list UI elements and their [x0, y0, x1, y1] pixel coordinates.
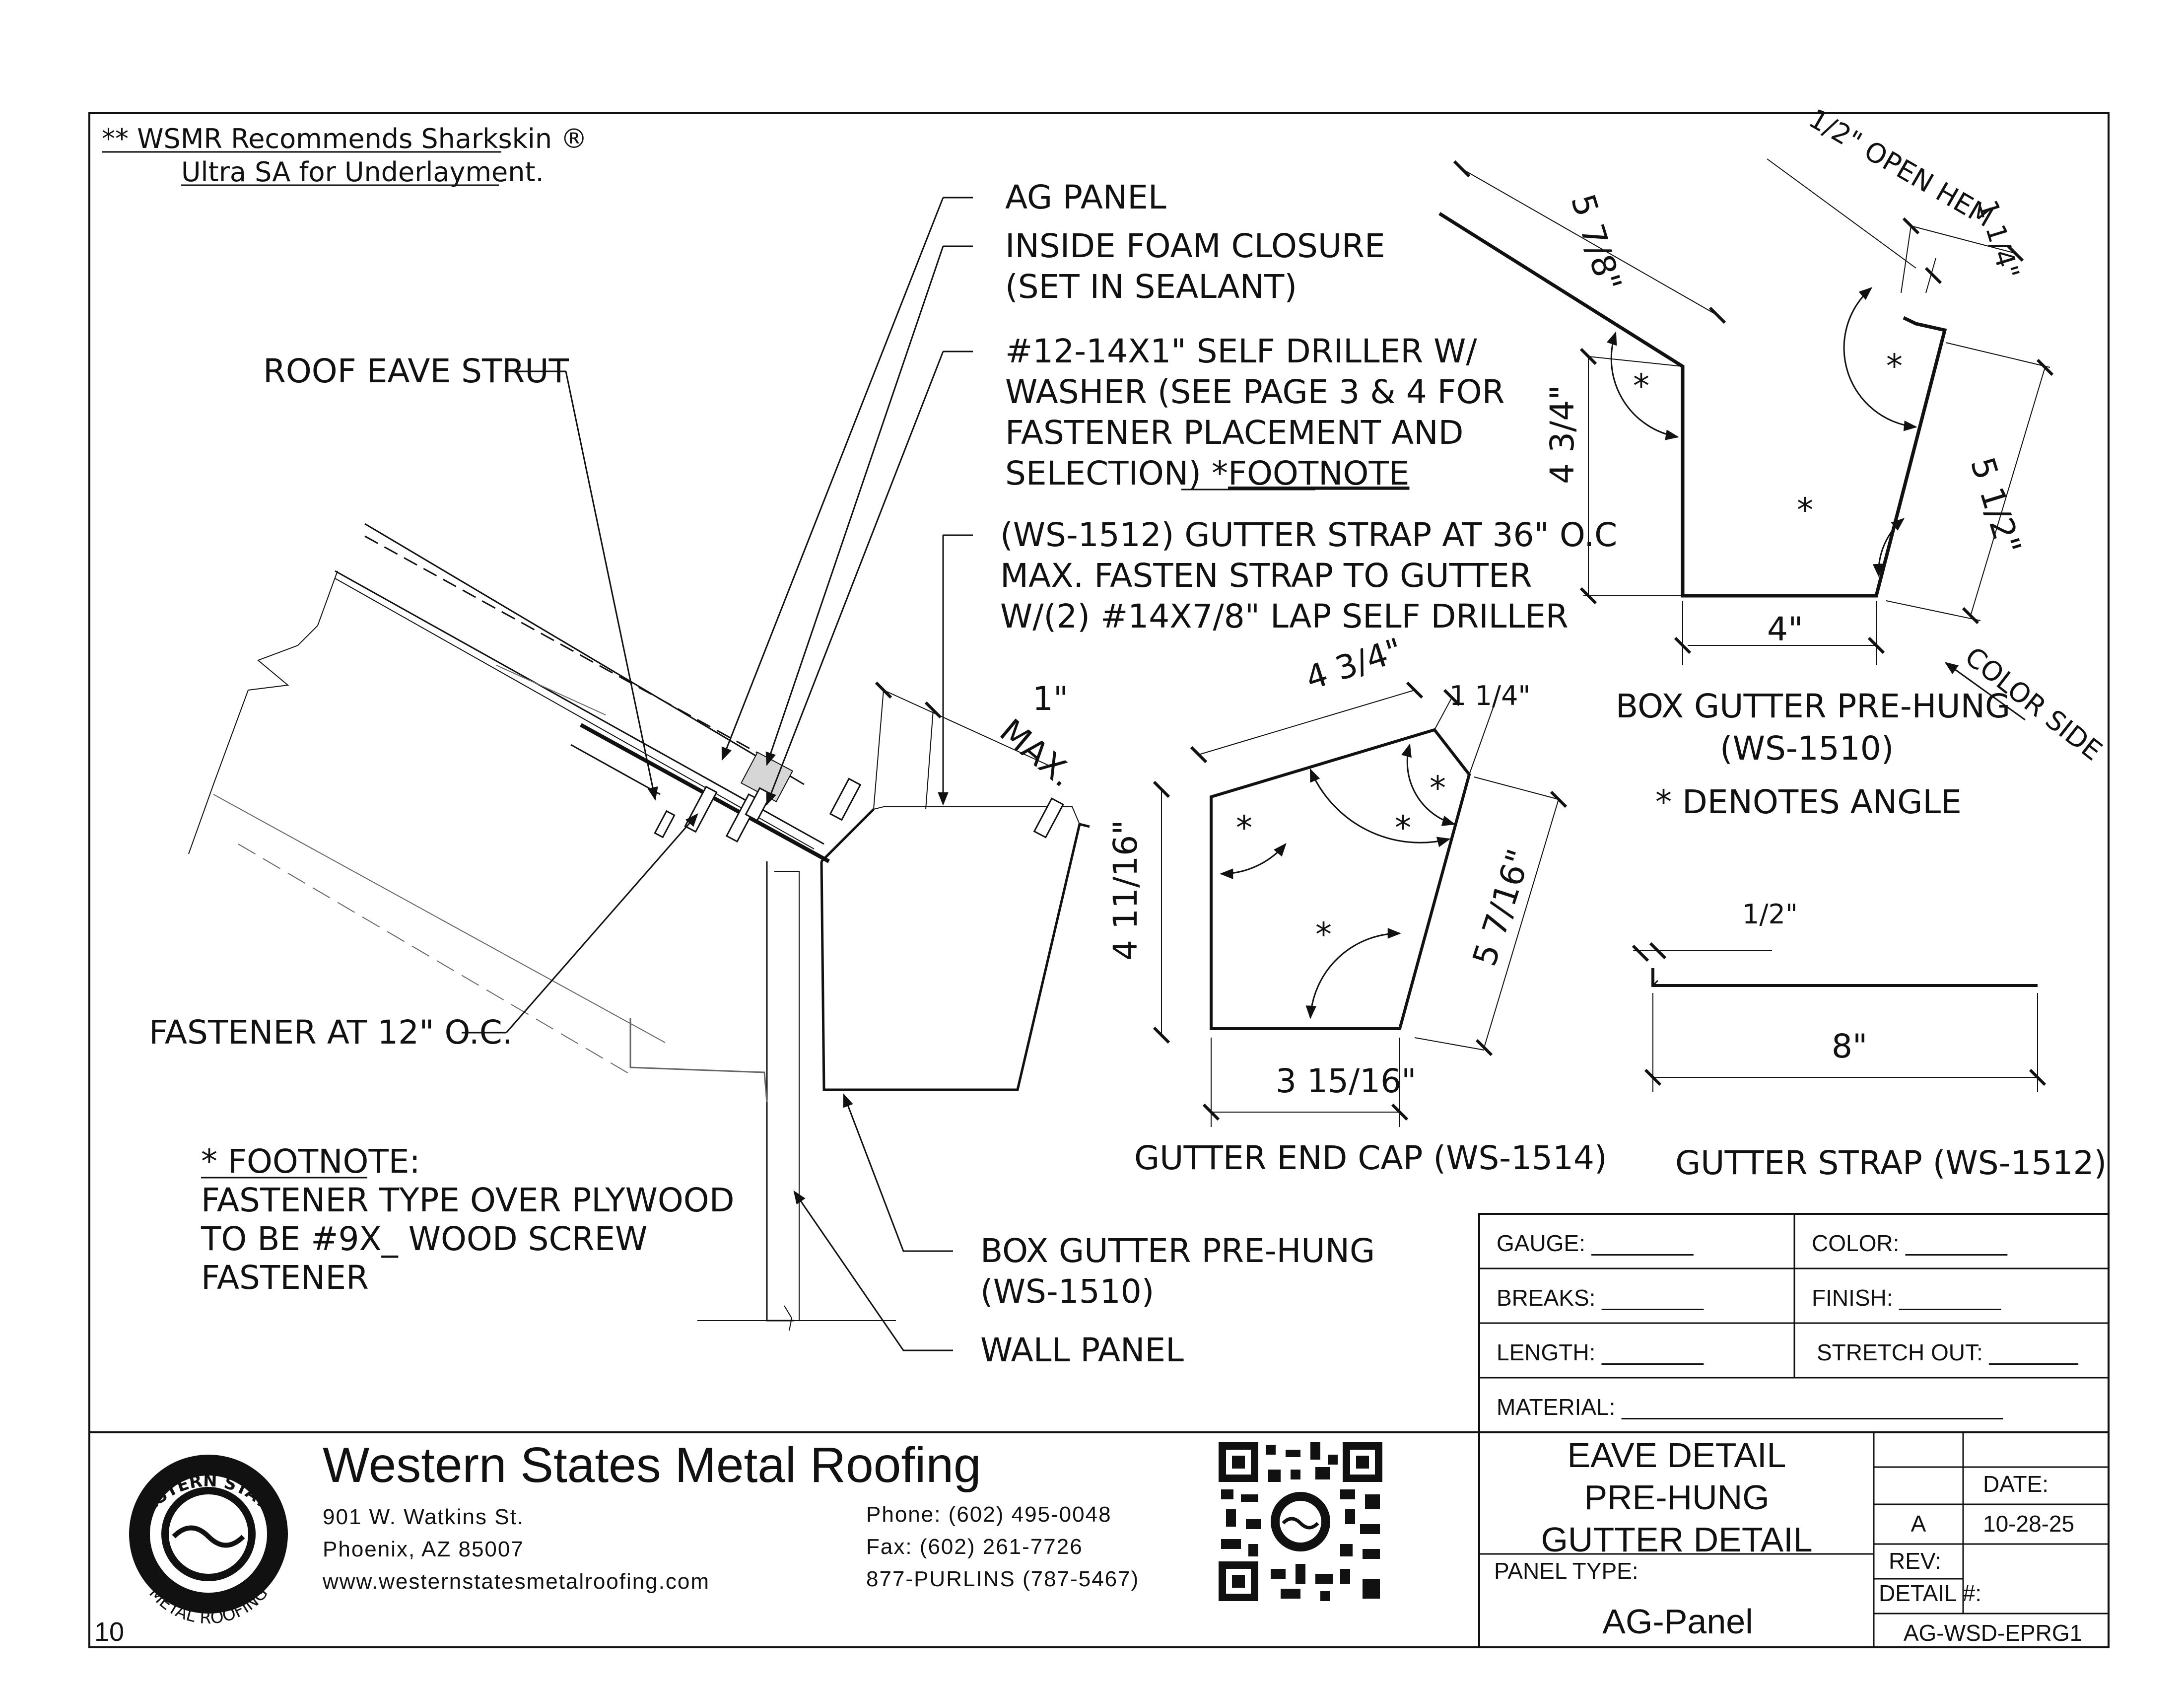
callout-leaders [462, 197, 973, 1351]
note-line-1: ** WSMR Recommends Sharkskin ® [102, 123, 587, 154]
box-dim-top: 5 7/8" [1564, 190, 1629, 295]
endcap-angle-1: * [1236, 809, 1252, 847]
title-line-1: EAVE DETAIL [1568, 1436, 1786, 1475]
box-angle-1: * [1633, 367, 1649, 405]
strap-detail: 1/2" 8" GUTTER STRAP (WS-1512) [1632, 899, 2107, 1182]
title-line-3: GUTTER DETAIL [1541, 1520, 1812, 1559]
box-gutter-detail: 5 7/8" 4 3/4" 4" 5 1/2" 1/2" OPEN HEM 1 … [1438, 103, 2108, 821]
box-dim-hem: 1 1/4" [1972, 196, 2026, 283]
date-value: 10-28-25 [1983, 1511, 2074, 1537]
endcap-dim-bottom: 3 15/16" [1276, 1062, 1417, 1100]
box-title-1: BOX GUTTER PRE-HUNG [1616, 687, 2010, 725]
endcap-dim-right: 5 7/16" [1465, 844, 1539, 971]
spec-breaks: BREAKS: ________ [1497, 1285, 1704, 1311]
spec-color: COLOR: ________ [1812, 1230, 2008, 1256]
footnote-line-1: FASTENER TYPE OVER PLYWOOD [201, 1181, 735, 1219]
company-city: Phoenix, AZ 85007 [323, 1537, 524, 1561]
spec-gauge: GAUGE: ________ [1497, 1230, 1694, 1256]
box-angle-3: * [1886, 347, 1903, 385]
sheet-border [88, 112, 2110, 1648]
box-dim-left: 4 3/4" [1543, 385, 1581, 484]
panel-type-value: AG-Panel [1602, 1602, 1753, 1641]
callout-strap-2: MAX. FASTEN STRAP TO GUTTER [1000, 557, 1532, 595]
underlayment-note: ** WSMR Recommends Sharkskin ® Ultra SA … [102, 123, 587, 188]
company-tollfree: 877-PURLINS (787-5467) [866, 1567, 1139, 1591]
endcap-title: GUTTER END CAP (WS-1514) [1134, 1139, 1607, 1177]
page-number: 10 [94, 1617, 124, 1647]
box-title-2: (WS-1510) [1720, 729, 1894, 768]
company-logo: WESTERN STATES METAL ROOFING [128, 1455, 289, 1628]
callout-wall-panel: WALL PANEL [980, 1331, 1184, 1369]
callout-box-gutter-2: (WS-1510) [980, 1272, 1154, 1311]
box-dim-bottom: 4" [1767, 610, 1803, 648]
footnote-line-3: FASTENER [201, 1259, 369, 1297]
callout-foam-2: (SET IN SEALANT) [1005, 268, 1297, 306]
box-legend: * DENOTES ANGLE [1655, 783, 1962, 821]
endcap-dim-left: 4 11/16" [1106, 820, 1145, 961]
company-web: www.westernstatesmetalroofing.com [322, 1569, 710, 1594]
strap-dim-length: 8" [1832, 1027, 1867, 1065]
company-name: Western States Metal Roofing [323, 1437, 981, 1493]
panel-type-label: PANEL TYPE: [1494, 1558, 1638, 1584]
qr-code [1216, 1440, 1385, 1604]
endcap-dim-corner: 1 1/4" [1449, 680, 1530, 711]
note-line-2: Ultra SA for Underlayment. [181, 156, 544, 188]
rev-label: REV: [1889, 1548, 1941, 1574]
box-angle-2: * [1797, 491, 1813, 529]
date-label: DATE: [1983, 1471, 2048, 1497]
title-line-2: PRE-HUNG [1584, 1478, 1769, 1517]
fastener-screws [654, 777, 1064, 843]
max-dim-value: 1" [1032, 680, 1068, 718]
footnote-line-2: TO BE #9X_ WOOD SCREW [201, 1220, 647, 1258]
callout-driller-4: SELECTION) *FOOTNOTE [1005, 454, 1410, 492]
callout-ag-panel: AG PANEL [1005, 178, 1166, 216]
spec-material: MATERIAL: ______________________________ [1497, 1394, 2003, 1420]
spec-table: GAUGE: ________ COLOR: ________ BREAKS: … [1478, 1213, 2110, 1433]
rev-value: A [1911, 1511, 1926, 1537]
spec-stretch-out: STRETCH OUT: _______ [1817, 1339, 2079, 1365]
company-phone: Phone: (602) 495-0048 [866, 1502, 1112, 1527]
company-fax: Fax: (602) 261-7726 [866, 1535, 1083, 1559]
company-street: 901 W. Watkins St. [323, 1505, 524, 1529]
callout-strap-3: W/(2) #14X7/8" LAP SELF DRILLER [1000, 597, 1569, 635]
strap-title: GUTTER STRAP (WS-1512) [1675, 1144, 2107, 1182]
endcap-dim-top: 4 3/4" [1301, 631, 1407, 698]
endcap-angle-3: * [1430, 769, 1446, 807]
title-block: EAVE DETAIL PRE-HUNG GUTTER DETAIL PANEL… [1479, 1432, 2109, 1647]
footnote: * FOOTNOTE: FASTENER TYPE OVER PLYWOOD T… [201, 1142, 735, 1297]
callout-driller-3: FASTENER PLACEMENT AND [1005, 414, 1463, 452]
callout-driller-1: #12-14X1" SELF DRILLER W/ [1005, 332, 1477, 370]
strap-dim-hook: 1/2" [1742, 899, 1798, 930]
box-open-hem: 1/2" OPEN HEM [1804, 103, 1999, 233]
detail-label: DETAIL #: [1879, 1580, 1981, 1606]
callout-driller-2: WASHER (SEE PAGE 3 & 4 FOR [1005, 373, 1504, 411]
callout-roof-strut: ROOF EAVE STRUT [263, 352, 569, 390]
callout-box-gutter-1: BOX GUTTER PRE-HUNG [980, 1232, 1375, 1270]
end-cap-detail: 4 3/4" 1 1/4" 4 11/16" 5 7/16" 3 15/16" … [1106, 631, 1607, 1177]
footnote-title: * FOOTNOTE: [201, 1142, 420, 1181]
box-dim-right: 5 1/2" [1963, 453, 2029, 559]
spec-length: LENGTH: ________ [1497, 1339, 1704, 1365]
detail-value: AG-WSD-EPRG1 [1904, 1620, 2082, 1646]
max-dim-label: MAX. [993, 711, 1081, 794]
endcap-angle-2: * [1395, 809, 1411, 847]
callout-foam-1: INSIDE FOAM CLOSURE [1005, 227, 1385, 265]
endcap-angle-4: * [1315, 915, 1332, 954]
spec-finish: FINISH: ________ [1812, 1285, 2001, 1311]
callout-strap-1: (WS-1512) GUTTER STRAP AT 36" O.C [1000, 516, 1617, 554]
callout-fastener: FASTENER AT 12" O.C. [149, 1013, 513, 1052]
